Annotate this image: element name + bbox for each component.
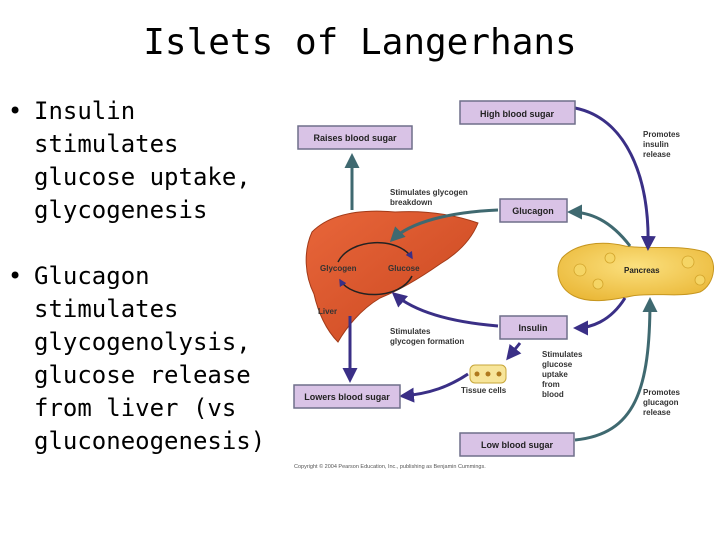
- bullet-insulin: • Insulin stimulates glucose uptake, gly…: [8, 95, 288, 227]
- arrow-pancreas-to-glucagon: [567, 204, 632, 247]
- copyright-notice: Copyright © 2004 Pearson Education, Inc.…: [294, 463, 486, 470]
- label-stimulates-glycogen-breakdown: Stimulates glycogen breakdown: [390, 188, 470, 207]
- box-label: Low blood sugar: [481, 440, 553, 450]
- arrow-glucagon-to-liver: [389, 208, 499, 243]
- box-label: Lowers blood sugar: [304, 392, 390, 402]
- tissue-cells-illustration: [469, 364, 507, 384]
- box-raises-blood-sugar: Raises blood sugar: [297, 125, 413, 150]
- bullet-text: Insulin stimulates glucose uptake, glyco…: [34, 97, 251, 224]
- label-tissue-cells: Tissue cells: [461, 386, 507, 395]
- box-label: Insulin: [519, 323, 548, 333]
- bullet-marker: •: [8, 262, 23, 290]
- arrow-pancreas-to-insulin: [573, 297, 627, 336]
- liver-illustration: [305, 210, 479, 343]
- arrow-insulin-to-liver: [391, 292, 499, 328]
- box-label: Glucagon: [512, 206, 554, 216]
- label-stimulates-glycogen-formation: Stimulates glycogen formation: [390, 327, 464, 346]
- box-low-blood-sugar: Low blood sugar: [459, 432, 575, 457]
- label-glycogen: Glycogen: [320, 264, 357, 273]
- label-glucose: Glucose: [388, 264, 420, 273]
- glucose-to-glycogen-arrow: [339, 275, 413, 296]
- box-lowers-blood-sugar: Lowers blood sugar: [293, 384, 401, 409]
- box-insulin: Insulin: [499, 315, 568, 340]
- pancreas-lobule: [592, 278, 604, 290]
- arrow-high-to-pancreas: [574, 106, 656, 251]
- label-promotes-glucagon-release: Promotes glucagon release: [643, 388, 682, 417]
- label-promotes-insulin-release: Promotes insulin release: [643, 130, 682, 159]
- slide-title: Islets of Langerhans: [143, 22, 577, 63]
- label-liver: Liver: [318, 307, 337, 316]
- glycogen-to-glucose-arrow: [337, 241, 413, 263]
- arrow-low-to-pancreas: [574, 297, 658, 442]
- label-stimulates-glucose-uptake: Stimulates glucose uptake from blood: [542, 350, 585, 399]
- bullet-text: Glucagon stimulates glycogenolysis, gluc…: [34, 262, 266, 455]
- bullet-marker: •: [8, 97, 23, 125]
- pancreas-lobule: [573, 263, 587, 277]
- label-pancreas: Pancreas: [624, 266, 660, 275]
- box-high-blood-sugar: High blood sugar: [459, 100, 576, 125]
- pancreas-lobule: [694, 274, 706, 286]
- arrow-tissue-to-lowers: [399, 372, 469, 403]
- box-label: Raises blood sugar: [313, 133, 397, 143]
- bullet-glucagon: • Glucagon stimulates glycogenolysis, gl…: [8, 260, 288, 458]
- bullet-list: • Insulin stimulates glucose uptake, gly…: [8, 95, 288, 491]
- pancreas-lobule: [681, 255, 695, 269]
- arrow-insulin-to-tissue: [506, 342, 522, 361]
- pancreas-lobule: [604, 252, 616, 264]
- box-glucagon: Glucagon: [499, 198, 568, 223]
- box-label: High blood sugar: [480, 109, 554, 119]
